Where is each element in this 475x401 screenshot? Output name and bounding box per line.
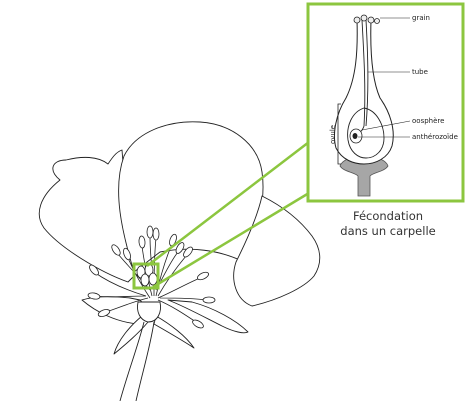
caption-line-1: Fécondation	[318, 209, 458, 224]
caption-line-2: dans un carpelle	[318, 224, 458, 239]
petal-front-left	[82, 297, 145, 324]
anther	[191, 318, 204, 329]
flower-illustration	[39, 122, 320, 401]
carpel-inset: grain tube oosphère anthérozoïde ovule	[308, 4, 463, 201]
carpel	[149, 273, 157, 285]
inset-frame	[308, 4, 463, 201]
anther	[147, 226, 153, 238]
carpel	[141, 274, 149, 286]
sepal-right	[154, 316, 194, 348]
anther	[203, 297, 215, 303]
anther	[153, 228, 159, 240]
petal-front-right	[168, 300, 248, 333]
petal-left	[39, 150, 134, 282]
label-oosphere: oosphère	[412, 117, 444, 125]
inset-antherozoid	[353, 133, 358, 139]
label-tube: tube	[412, 68, 428, 76]
label-ovule: ovule	[329, 125, 337, 144]
label-grain: grain	[412, 14, 430, 22]
anther	[196, 271, 209, 282]
label-antherozoide: anthérozoïde	[412, 133, 458, 141]
